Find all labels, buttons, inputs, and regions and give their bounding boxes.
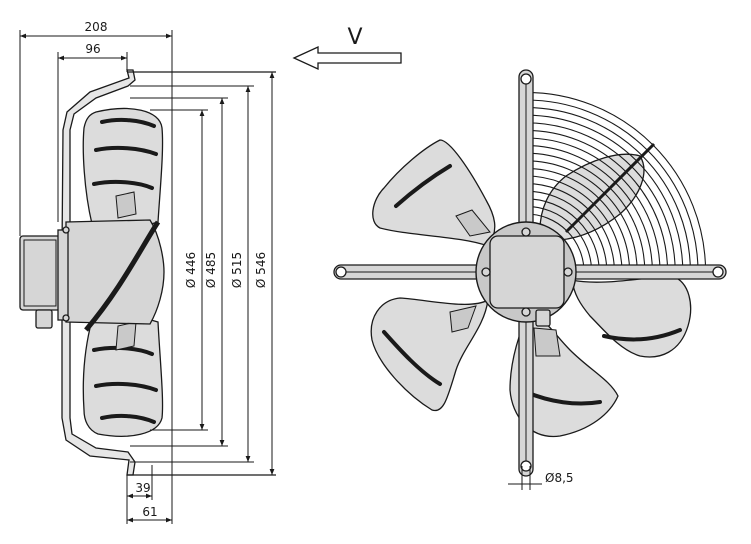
airflow-indicator: V	[292, 25, 402, 71]
side-upper-blade-root	[115, 191, 137, 219]
dim-546-text: Ø 546	[254, 252, 268, 288]
airflow-label: V	[347, 25, 362, 50]
front-blade-upper-left-root	[455, 209, 491, 237]
front-blade-lower-left-groove	[382, 330, 442, 386]
mount-hole-left	[335, 266, 347, 278]
airflow-arrow-icon	[292, 45, 402, 71]
side-upper-blade-groove-2	[94, 145, 158, 156]
front-blade-lower-left-root	[449, 305, 477, 333]
side-terminal-box-inner	[23, 239, 57, 307]
side-motor-stem	[57, 229, 69, 321]
dim-61-text: 61	[142, 505, 157, 519]
hub-screw-bottom	[521, 307, 531, 317]
side-lower-blade-groove-3	[100, 413, 156, 424]
dim-515-text: Ø 515	[230, 252, 244, 288]
front-blades	[370, 139, 692, 438]
front-blade-bottom-root	[533, 327, 561, 357]
dim-39-text: 39	[135, 481, 150, 495]
dim-hole-text: Ø8,5	[545, 471, 574, 485]
front-view: Ø8,5	[333, 69, 727, 490]
mount-hole-right	[712, 266, 724, 278]
guard-grille	[525, 91, 707, 273]
side-cable-gland	[35, 309, 53, 329]
side-terminal-box	[19, 235, 61, 311]
side-bolt-top	[62, 226, 70, 234]
side-lower-blade	[82, 315, 164, 437]
side-upper-blade-groove-1	[100, 117, 156, 128]
side-lower-blade-groove-2	[94, 381, 158, 392]
side-lower-blade-root	[115, 321, 137, 351]
hub-screw-top	[521, 227, 531, 237]
front-blade-upper-left-groove	[394, 164, 452, 208]
guard-strut	[564, 142, 656, 234]
front-cable-gland	[535, 309, 551, 327]
dim-485-text: Ø 485	[204, 252, 218, 288]
mount-hole-bottom	[520, 460, 532, 472]
hub-screw-right	[563, 267, 573, 277]
dim-446-text: Ø 446	[184, 252, 198, 288]
side-rotor-curve	[84, 220, 161, 332]
side-view: 208 96 Ø 446 Ø 485 Ø 515 Ø 546 39 61	[19, 20, 276, 524]
side-bolt-bottom	[62, 314, 70, 322]
mount-hole-top	[520, 73, 532, 85]
front-blade-right-groove	[602, 328, 682, 342]
hub-screw-left	[481, 267, 491, 277]
side-rotor-hub	[65, 219, 165, 325]
side-upper-blade-groove-3	[92, 179, 154, 190]
dim-208-text: 208	[85, 20, 108, 34]
dim-96-text: 96	[85, 42, 100, 56]
front-terminal-box	[489, 235, 565, 309]
front-blade-right	[571, 275, 692, 358]
